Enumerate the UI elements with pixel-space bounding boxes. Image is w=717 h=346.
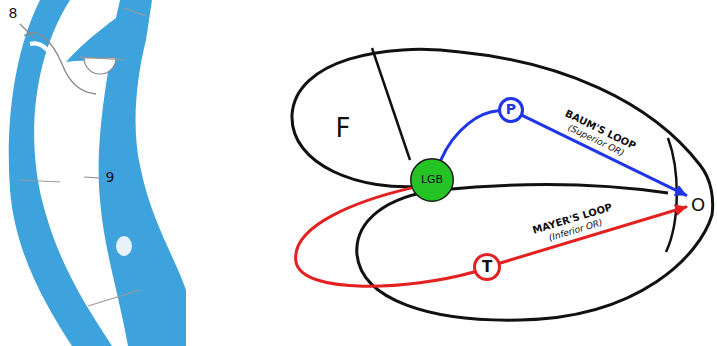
leader-line bbox=[20, 24, 34, 38]
callout-number: 9 bbox=[106, 170, 115, 185]
optic-radiation bbox=[296, 188, 474, 286]
occipital-region: O bbox=[688, 193, 708, 217]
node-label: LGB bbox=[421, 174, 443, 186]
section-line bbox=[124, 8, 146, 16]
circle-shape bbox=[475, 255, 500, 280]
occipital-divider bbox=[666, 138, 677, 252]
node-label: T bbox=[482, 259, 492, 276]
section-line bbox=[20, 180, 60, 182]
brain-outline bbox=[292, 49, 713, 320]
white-oval bbox=[116, 236, 132, 256]
temporal-circle: T bbox=[473, 253, 501, 281]
lobe-divider bbox=[372, 48, 410, 160]
leader-line bbox=[84, 177, 99, 178]
hook-inner bbox=[30, 43, 62, 74]
circle-shape bbox=[500, 99, 523, 122]
section-line bbox=[88, 290, 140, 306]
parietal-circle: P bbox=[498, 97, 524, 123]
node-label: O bbox=[691, 195, 705, 215]
section-line bbox=[80, 57, 124, 60]
lgb-circle: LGB bbox=[410, 158, 454, 202]
optic-radiation bbox=[441, 111, 498, 160]
callout-number: 8 bbox=[9, 6, 18, 21]
circle-shape bbox=[411, 159, 454, 202]
half-circle bbox=[84, 58, 116, 74]
node-label: P bbox=[506, 102, 516, 117]
lobe-letter: F bbox=[336, 114, 351, 143]
